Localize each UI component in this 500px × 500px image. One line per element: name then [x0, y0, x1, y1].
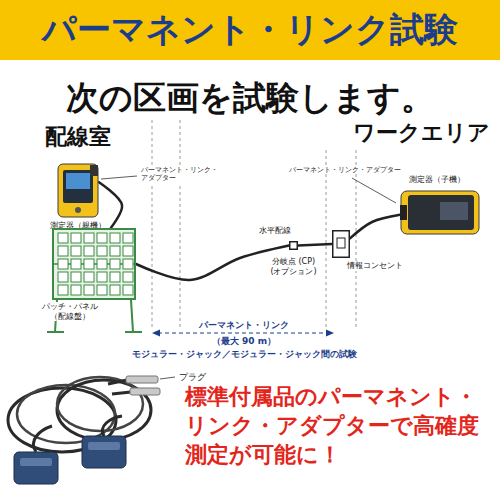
adapter-cable-illustration: [8, 376, 160, 484]
leader-line: [101, 176, 396, 379]
node-label: 測定器（子機）: [408, 175, 466, 185]
tester-main: 測定器（親機）: [57, 163, 99, 218]
dimension-value: （最大 90 m）: [211, 336, 277, 347]
information-outlet: 情報コンセント: [332, 230, 350, 258]
zone-divider: [152, 120, 356, 330]
node-outline: [332, 230, 350, 258]
tester-remote: 測定器（子機）: [400, 190, 480, 235]
node-outline: [289, 241, 298, 250]
node-outline: [57, 163, 99, 218]
consolidation-point: 分岐点 (CP) (オプション): [289, 241, 298, 250]
node-label: 情報コンセント: [346, 261, 404, 271]
node-outline: [52, 228, 136, 300]
cable: [298, 244, 332, 246]
zone-name: 配線室: [44, 124, 112, 150]
callout-label: プラグ: [178, 372, 207, 383]
callout-label: パーマネント・リンク・アダプター: [140, 166, 222, 183]
dimension-label: パーマネント・リンク: [198, 320, 290, 331]
zone-name: ワークエリア: [352, 120, 491, 146]
promo-text: 標準付属品のパーマネント・リンク・アダプターで高確度測定が可能に！: [184, 382, 491, 469]
title-banner: [0, 0, 500, 60]
node-outline: [400, 190, 480, 235]
node-label: パッチ・パネル （配線盤）: [38, 302, 102, 321]
dimension-arrow: [152, 330, 334, 337]
node-label: 分岐点 (CP) (オプション): [265, 257, 323, 276]
title: パーマネント・リンク試験: [42, 9, 458, 50]
cable: [350, 215, 400, 239]
patch-panel: パッチ・パネル （配線盤）: [52, 228, 136, 300]
subtitle: 次の区画を試験します。: [65, 78, 435, 118]
dimension-note: モジュラー・ジャック／モジュラー・ジャック間の試験: [131, 349, 358, 359]
cable-label: 水平配線: [258, 226, 292, 236]
callout-label: パーマネント・リンク・アダプター: [288, 166, 402, 174]
